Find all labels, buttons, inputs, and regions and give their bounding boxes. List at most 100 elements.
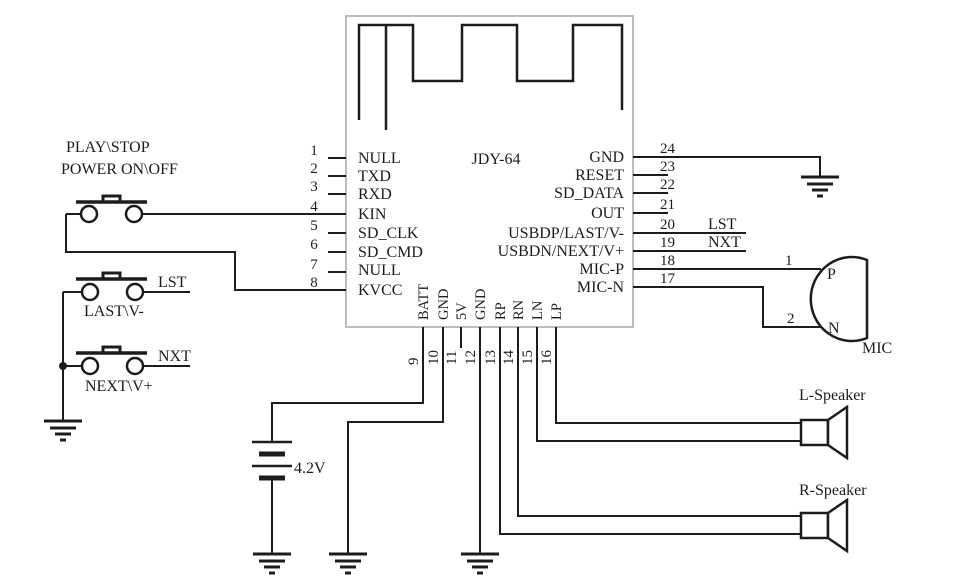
- pin-label-sddata: SD_DATA: [554, 185, 624, 202]
- net-label-lst-button: LST: [158, 274, 187, 291]
- pin-number-12: 12: [463, 350, 479, 365]
- pin-label-kvcc: KVCC: [358, 282, 402, 299]
- speaker-left-symbol: [799, 404, 849, 461]
- ground-pin12: [459, 552, 501, 575]
- pin-number-8: 8: [310, 275, 318, 291]
- pin-label-usbdn: USBDN/NEXT/V+: [498, 243, 624, 260]
- pin-label-gnd: GND: [589, 149, 624, 166]
- pin-label-null2: NULL: [358, 262, 401, 279]
- pin-label-rxd: RXD: [358, 186, 392, 203]
- pin-number-6: 6: [310, 237, 318, 253]
- pin-number-3: 3: [310, 179, 318, 195]
- button-contact: [125, 356, 145, 376]
- battery-voltage-label: 4.2V: [294, 460, 326, 477]
- pin-label-gnd12: GND: [473, 289, 489, 320]
- pin-label-kin: KIN: [358, 206, 387, 223]
- mic-wire1-label: 1: [785, 253, 793, 269]
- mic-symbol: [809, 255, 869, 343]
- pin-number-21: 21: [660, 197, 675, 213]
- antenna-trace: [357, 23, 624, 120]
- push-button-next: [76, 345, 147, 376]
- button-cap: [101, 345, 122, 352]
- pin-label-5v: 5V: [454, 302, 470, 320]
- left-speaker-label: L-Speaker: [799, 387, 866, 404]
- button-contact: [124, 204, 144, 224]
- pin-label-rn: RN: [511, 299, 527, 320]
- pin-number-22: 22: [660, 177, 675, 193]
- battery-symbol: [252, 440, 292, 481]
- button-contact: [125, 282, 145, 302]
- pin-number-14: 14: [501, 350, 517, 366]
- pin-label-batt: BATT: [416, 284, 432, 320]
- pin-label-out: OUT: [591, 205, 624, 222]
- ground-battery: [251, 552, 293, 575]
- pin-label-sdclk: SD_CLK: [358, 225, 419, 242]
- pin-label-lp: LP: [549, 303, 565, 320]
- pin-label-reset: RESET: [575, 167, 624, 184]
- wire-pin13-rp: [499, 327, 801, 535]
- ground-pin24: [799, 175, 841, 198]
- wire-pin10-gnd: [347, 327, 444, 554]
- pin-number-10: 10: [426, 350, 442, 365]
- wire-pin17-micn: [633, 286, 822, 328]
- button-contact: [80, 282, 100, 302]
- speaker-driver: [799, 418, 830, 447]
- wire-pin9-batt: [271, 327, 424, 442]
- pin-number-23: 23: [660, 159, 675, 175]
- mic-title: MIC: [862, 340, 892, 357]
- pin-label-sdcmd: SD_CMD: [358, 244, 423, 261]
- pin-number-17: 17: [660, 271, 676, 287]
- power-onoff-caption: POWER ON\OFF: [61, 161, 178, 178]
- ic-chip-body: [345, 15, 634, 328]
- net-label-nxt-wire: NXT: [708, 234, 741, 251]
- mic-terminal-p-label: P: [827, 266, 836, 283]
- pin-number-7: 7: [310, 257, 318, 273]
- button-contact: [79, 204, 99, 224]
- pin-number-11: 11: [444, 351, 460, 365]
- push-button-last: [76, 271, 147, 302]
- pin-number-16: 16: [539, 350, 555, 366]
- pin-label-txd: TXD: [358, 168, 391, 185]
- wire-pin16-lp: [555, 327, 801, 424]
- wire-pin15-ln: [536, 327, 801, 442]
- button-contact: [80, 356, 100, 376]
- wires: [62, 156, 822, 554]
- pin-number-13: 13: [483, 350, 499, 365]
- speaker-driver: [799, 511, 830, 540]
- wire-pin24-gnd: [633, 156, 821, 177]
- pin-label-micp: MIC-P: [580, 261, 625, 278]
- ground-pin10: [327, 552, 369, 575]
- speaker-right-symbol: [799, 497, 849, 554]
- junction-dot: [59, 362, 67, 370]
- wire-pin8-kvcc: [65, 214, 346, 291]
- mic-wire2-label: 2: [787, 311, 795, 327]
- pin-number-19: 19: [660, 235, 675, 251]
- pin-label-null1: NULL: [358, 150, 401, 167]
- speaker-cone: [826, 497, 849, 554]
- pin-number-5: 5: [310, 218, 318, 234]
- ground-buttons: [42, 419, 84, 442]
- pin-number-20: 20: [660, 217, 675, 233]
- net-label-nxt-button: NXT: [158, 348, 191, 365]
- pin-number-9: 9: [406, 358, 422, 366]
- pin-label-micn: MIC-N: [577, 279, 625, 296]
- pin-number-1: 1: [310, 143, 318, 159]
- net-label-lst-wire: LST: [708, 216, 737, 233]
- wire-pin14-rn: [517, 327, 801, 517]
- play-stop-caption: PLAY\STOP: [66, 139, 150, 156]
- pin-number-2: 2: [310, 161, 318, 177]
- pin-number-24: 24: [660, 141, 676, 157]
- speaker-cone: [826, 404, 849, 461]
- pin-number-18: 18: [660, 253, 675, 269]
- pin-label-gnd10: GND: [436, 289, 452, 320]
- pin-label-rp: RP: [493, 302, 509, 320]
- button-cap: [101, 271, 122, 278]
- pin-label-ln: LN: [530, 300, 546, 320]
- mic-terminal-n-label: N: [828, 320, 840, 337]
- button-cap: [101, 194, 122, 201]
- pin-label-usbdp: USBDP/LAST/V-: [508, 225, 624, 242]
- pin-number-4: 4: [310, 199, 318, 215]
- right-speaker-label: R-Speaker: [799, 482, 867, 499]
